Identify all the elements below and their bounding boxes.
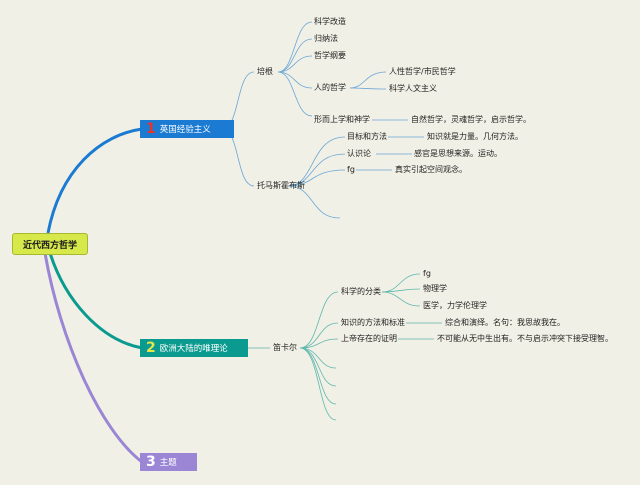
node-human-philosophy-item[interactable]: 人性哲学/市民哲学 [389,67,456,76]
root-label: 近代西方哲学 [22,240,77,251]
branch-3-number: 3 [146,454,156,470]
branch-2-number: 2 [146,340,156,356]
node-classification-item[interactable]: 物理学 [423,284,447,293]
node-human-philosophy[interactable]: 人的哲学 [314,83,346,92]
node-bacon-item[interactable]: 科学改造 [314,17,346,26]
branch-1-number: 1 [146,121,156,137]
link-root-branch-1 [46,127,143,234]
branch-3-label: 主题 [159,458,177,468]
node-hobbes-item[interactable]: fg [347,165,355,174]
node-descartes-item[interactable]: 知识的方法和标准 [341,318,405,327]
branch-3-node[interactable]: 3 主题 [140,453,197,471]
branch-2-label: 欧洲大陆的唯理论 [159,344,228,354]
branch-1-label: 英国经验主义 [159,125,211,135]
node-bacon-item[interactable]: 归纳法 [314,34,338,43]
node-hobbes-item[interactable]: 形而上学和神学 [314,115,370,124]
links-branch-2 [236,273,442,421]
link-root-branch-3 [43,252,143,464]
node-descartes-note: 不可能从无中生出有。不与启示冲突下接受理智。 [437,334,613,343]
branch-1-node[interactable]: 1 英国经验主义 [140,120,234,138]
node-hobbes-note: 知识就是力量。几何方法。 [427,132,523,141]
node-bacon-item[interactable]: 哲学纲要 [314,51,346,60]
node-classification-item[interactable]: 医学，力学伦理学 [423,301,487,310]
link-root-branch-2 [48,252,143,350]
branch-2-node[interactable]: 2 欧洲大陆的唯理论 [140,339,248,357]
node-descartes[interactable]: 笛卡尔 [273,343,297,352]
node-hobbes-note: 感官是思想来源。运动。 [414,149,502,158]
links-branch-1 [221,21,424,219]
node-hobbes-note: 真实引起空间观念。 [395,165,467,174]
node-classification-item[interactable]: fg [423,269,431,278]
node-human-philosophy-item[interactable]: 科学人文主义 [389,84,437,93]
node-bacon[interactable]: 培根 [257,67,273,76]
node-hobbes-item[interactable]: 认识论 [347,149,371,158]
node-science-classification[interactable]: 科学的分类 [341,287,381,296]
node-descartes-item[interactable]: 上帝存在的证明 [341,334,397,343]
node-descartes-note: 综合和演绎。名句：我思故我在。 [445,318,565,327]
node-hobbes-item[interactable]: 目标和方法 [347,132,387,141]
node-hobbes[interactable]: 托马斯霍布斯 [257,181,305,190]
root-node[interactable]: 近代西方哲学 [12,233,88,255]
node-hobbes-note: 自然哲学，灵魂哲学，启示哲学。 [411,115,531,124]
